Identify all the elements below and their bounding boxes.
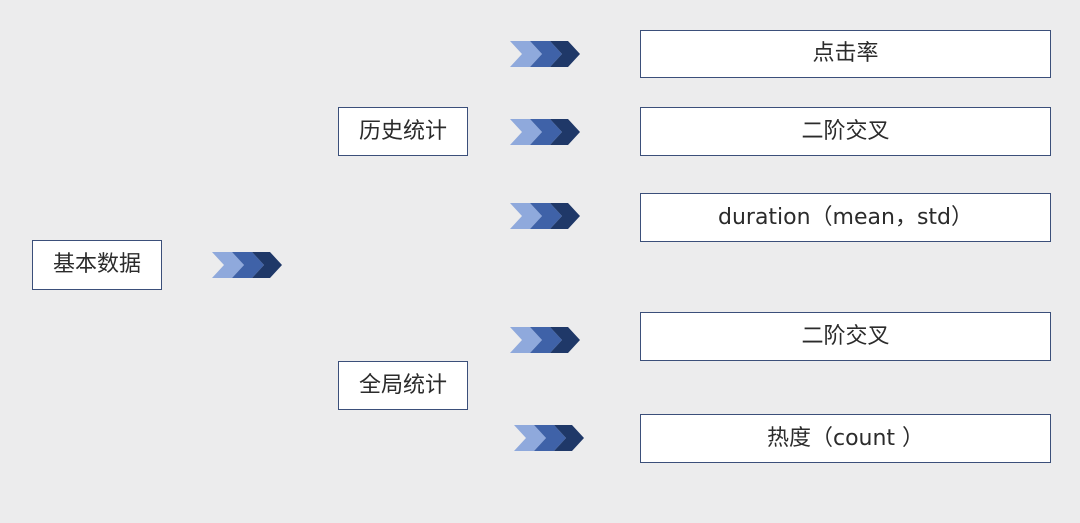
chevron-arrow-icon [514,425,586,451]
node-leaf-popularity-count: 热度（count ） [640,414,1051,463]
chevron-arrow-icon [510,327,582,353]
node-leaf-label: duration（mean，std） [717,204,974,230]
node-leaf-label: 二阶交叉 [801,118,890,144]
node-leaf-duration: duration（mean，std） [640,193,1051,242]
node-group-history-label: 历史统计 [358,118,447,144]
chevron-arrow-icon [510,119,582,145]
node-leaf-click-rate: 点击率 [640,30,1051,78]
node-group-global-label: 全局统计 [358,372,447,398]
node-leaf-second-order-cross: 二阶交叉 [640,107,1051,156]
node-root: 基本数据 [32,240,162,290]
chevron-arrow-icon [510,41,582,67]
node-group-global: 全局统计 [338,361,468,410]
node-leaf-label: 点击率 [812,41,879,66]
chevron-arrow-icon [212,252,284,278]
node-root-label: 基本数据 [52,252,141,277]
node-leaf-global-second-order-cross: 二阶交叉 [640,312,1051,361]
node-leaf-label: 热度（count ） [766,425,925,451]
node-group-history: 历史统计 [338,107,468,156]
node-leaf-label: 二阶交叉 [801,323,890,349]
chevron-arrow-icon [510,203,582,229]
